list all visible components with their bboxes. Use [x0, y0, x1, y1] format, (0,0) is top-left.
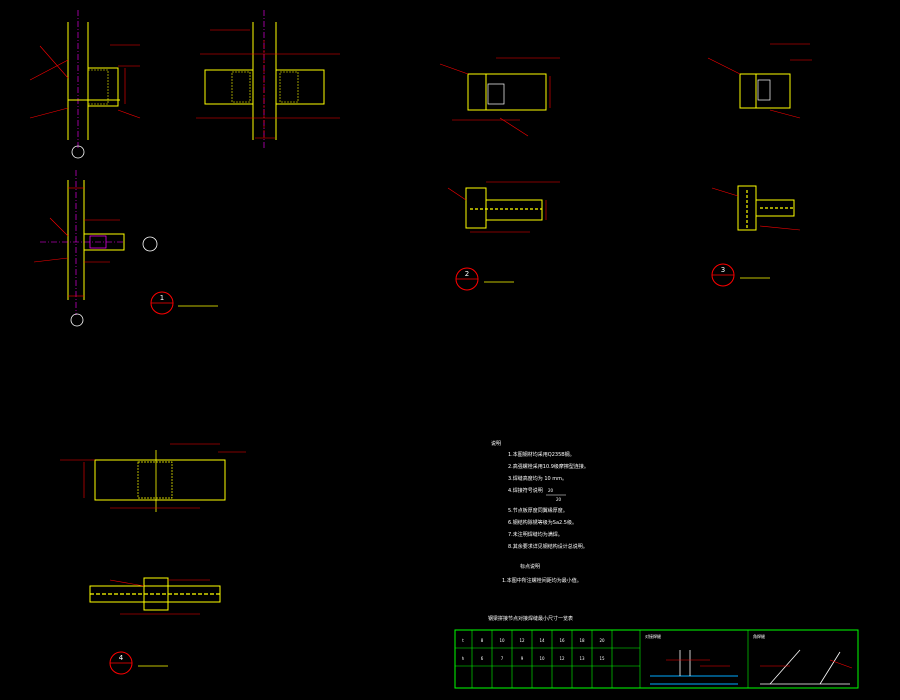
- detail-2-elevation: [447, 181, 560, 233]
- notes-heading: 说明: [491, 440, 501, 447]
- detail-3-title: 3: [711, 263, 770, 287]
- notes-line-8: 8.其余要求详见钢结构设计总说明。: [508, 543, 588, 550]
- notes-line-2: 2.高强螺栓采用10.9级摩擦型连接。: [508, 463, 589, 470]
- detail-2-title: 2: [455, 267, 514, 291]
- detail-4-plan: [89, 577, 221, 615]
- table-r2-c6: 13: [579, 656, 585, 661]
- notes-line-3: 3.焊缝高度均为 10 mm。: [508, 475, 567, 482]
- table-r2-c3: 9: [521, 656, 524, 661]
- detail-1-number: 1: [160, 294, 164, 302]
- table-r2-c5: 12: [559, 656, 565, 661]
- weld-fraction-denominator: 20: [556, 497, 562, 502]
- table-r1-c4: 14: [539, 638, 545, 643]
- notes-line-4: 4.焊接符号说明: [508, 487, 543, 494]
- detail-3-section: [707, 43, 812, 119]
- general-notes: 说明 1.本图钢材均采用Q235B钢。 2.高强螺栓采用10.9级摩擦型连接。 …: [491, 440, 589, 584]
- detail-4-number: 4: [119, 654, 124, 662]
- weld-fraction-numerator: 20: [548, 488, 554, 493]
- table-r1-c2: 10: [499, 638, 505, 643]
- table-r2-c7: 15: [599, 656, 605, 661]
- table-r1-c1: 8: [481, 638, 484, 643]
- panel-left-label: 对接焊缝: [645, 633, 661, 639]
- detail-1-elevation-b: [196, 10, 340, 148]
- detail-2-section: [439, 57, 560, 137]
- table-r1-c7: 20: [599, 638, 605, 643]
- table-r1-c6: 18: [579, 638, 585, 643]
- notes-line-5: 5.节点板厚度同翼缘厚度。: [508, 507, 568, 514]
- detail-3-number: 3: [721, 266, 725, 274]
- notes-line-6: 6.钢结构除锈等级为Sa2.5级。: [508, 519, 577, 526]
- notes-sub-heading: 标点说明: [520, 563, 540, 570]
- panel-right-label: 角焊缝: [753, 633, 765, 639]
- detail-1-plan: [33, 170, 158, 327]
- notes-sub-line: 1.本图中所注螺栓间距均为最小值。: [502, 577, 582, 584]
- detail-3-elevation: [711, 185, 801, 231]
- table-caption: 钢梁拼接节点对接焊缝最小尺寸一览表: [488, 615, 573, 622]
- table-r2-c2: 7: [501, 656, 504, 661]
- notes-line-7: 7.未注明焊缝均为满焊。: [508, 531, 563, 538]
- weld-size-table: 钢梁拼接节点对接焊缝最小尺寸一览表 t 8 10 12 14 16 18 20 …: [454, 615, 859, 689]
- table-r2-c4: 10: [539, 656, 545, 661]
- table-r1-c0: t: [462, 638, 464, 643]
- table-r1-c3: 12: [519, 638, 525, 643]
- detail-1-elevation-a: [29, 10, 141, 159]
- detail-1-title: 1: [150, 291, 218, 315]
- table-r2-c0: h: [462, 656, 465, 661]
- table-r2-c1: 6: [481, 656, 484, 661]
- notes-line-1: 1.本图钢材均采用Q235B钢。: [508, 451, 575, 458]
- detail-2-number: 2: [465, 270, 469, 278]
- table-r1-c5: 16: [559, 638, 565, 643]
- detail-4-title: 4: [109, 651, 168, 675]
- detail-4-elevation: [60, 443, 246, 512]
